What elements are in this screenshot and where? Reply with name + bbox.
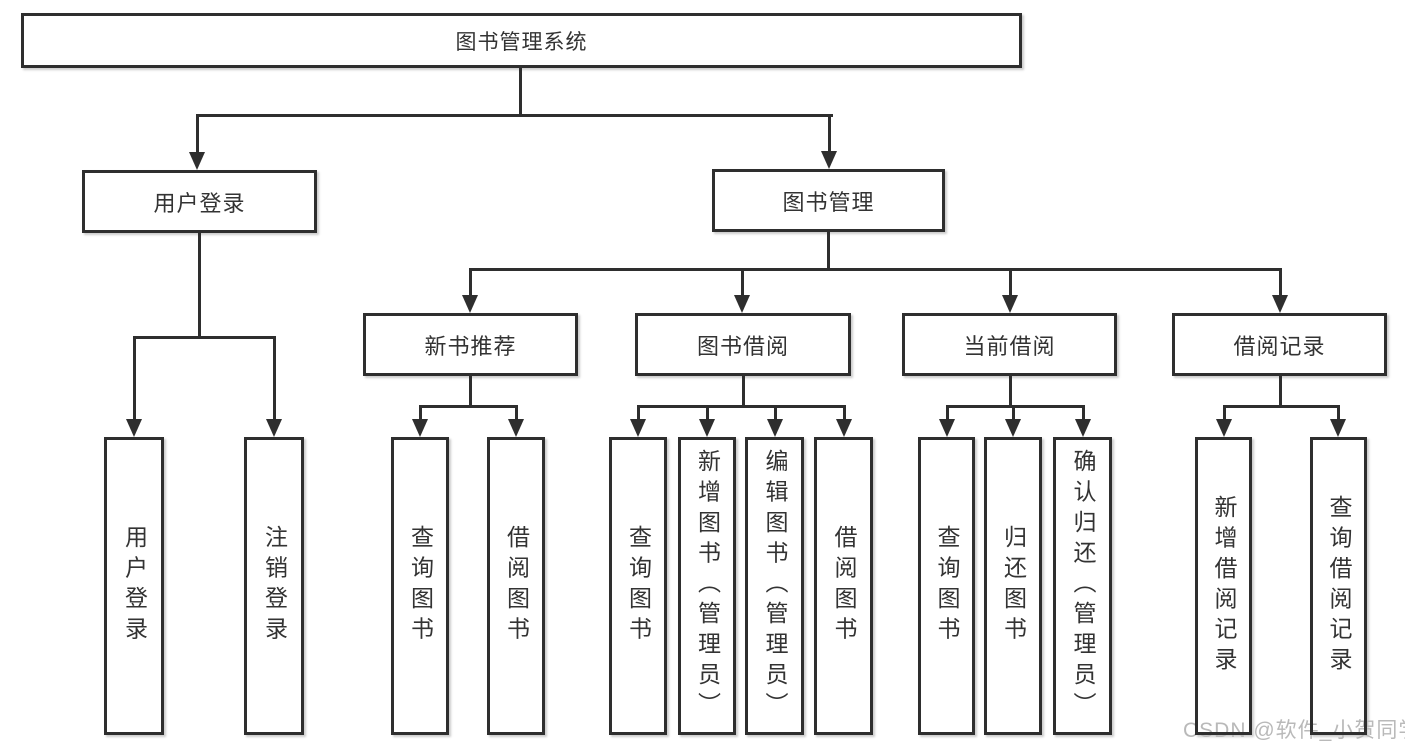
arrow-down-icon [1075,419,1091,437]
arrow-down-icon [126,419,142,437]
connector-line [843,405,846,419]
leaf-query-books-recommend: 查询图书 [391,437,449,735]
connector-line [419,405,518,408]
connector-line [419,405,422,419]
leaf-return-book: 归还图书 [984,437,1042,735]
node-book-borrow: 图书借阅 [635,313,851,376]
connector-line [133,336,136,419]
connector-line [133,336,276,339]
arrow-down-icon [939,419,955,437]
connector-line [1012,405,1015,419]
arrow-down-icon [699,419,715,437]
leaf-borrow-books-2-label: 借阅图书 [831,525,857,647]
arrow-down-icon [1002,295,1018,313]
node-borrow-records-label: 借阅记录 [1233,333,1326,359]
leaf-borrow-books-recommend-label: 借阅图书 [503,525,530,647]
node-current-borrow: 当前借阅 [902,313,1117,376]
arrow-down-icon [836,419,852,437]
connector-line [828,114,831,151]
leaf-add-book-admin: 新增图书（管理员） [678,437,736,735]
connector-line [196,114,833,117]
leaf-add-borrow-record-label: 新增借阅记录 [1211,494,1237,678]
arrow-down-icon [1330,419,1346,437]
leaf-edit-book-admin-label: 编辑图书（管理员） [762,449,788,723]
leaf-borrow-books-recommend: 借阅图书 [487,437,545,735]
node-system: 图书管理系统 [21,13,1022,68]
leaf-confirm-return-admin-label: 确认归还（管理员） [1070,449,1096,723]
leaf-query-books-current: 查询图书 [918,437,975,735]
node-book-management-label: 图书管理 [782,189,875,215]
connector-line [273,336,276,419]
connector-line [946,405,1085,408]
connector-line [774,405,777,419]
arrow-down-icon [462,295,478,313]
arrow-down-icon [821,151,837,169]
connector-line [1279,268,1282,295]
arrow-down-icon [508,419,524,437]
connector-line [1009,376,1012,407]
arrow-down-icon [266,419,282,437]
connector-line [198,233,201,338]
leaf-user-login: 用户登录 [104,437,164,735]
node-book-borrow-label: 图书借阅 [696,333,789,359]
leaf-return-book-label: 归还图书 [1000,525,1027,647]
connector-line [1279,376,1282,407]
arrow-down-icon [630,419,646,437]
arrow-down-icon [734,295,750,313]
arrow-down-icon [767,419,783,437]
node-current-borrow-label: 当前借阅 [963,333,1056,359]
arrow-down-icon [189,152,205,170]
node-new-book-recommend: 新书推荐 [363,313,578,376]
connector-line [515,405,518,419]
leaf-query-borrow-record: 查询借阅记录 [1310,437,1367,735]
connector-line [1009,268,1012,295]
arrow-down-icon [412,419,428,437]
connector-line [741,268,744,295]
node-user-login-label: 用户登录 [153,190,246,216]
connector-line [1223,405,1340,408]
connector-line [946,405,949,419]
connector-line [827,232,830,270]
node-book-management: 图书管理 [712,169,945,232]
connector-line [469,376,472,407]
node-user-login: 用户登录 [82,170,317,233]
leaf-query-books-current-label: 查询图书 [934,525,960,647]
csdn-watermark: CSDN @软件_小贺同学 [1183,719,1405,742]
leaf-query-books-recommend-label: 查询图书 [407,525,434,647]
connector-line [469,268,472,295]
leaf-logout: 注销登录 [244,437,304,735]
connector-line [637,405,640,419]
leaf-edit-book-admin: 编辑图书（管理员） [745,437,804,735]
leaf-query-books-borrow: 查询图书 [609,437,667,735]
arrow-down-icon [1272,295,1288,313]
connector-line [706,405,709,419]
connector-line [742,376,745,407]
arrow-down-icon [1216,419,1232,437]
connector-line [519,68,522,115]
connector-line [1082,405,1085,419]
leaf-query-borrow-record-label: 查询借阅记录 [1326,494,1352,678]
node-system-label: 图书管理系统 [455,30,588,54]
connector-line [1223,405,1226,419]
leaf-borrow-books-2: 借阅图书 [814,437,873,735]
connector-line [196,114,199,152]
leaf-confirm-return-admin: 确认归还（管理员） [1053,437,1112,735]
node-borrow-records: 借阅记录 [1172,313,1387,376]
arrow-down-icon [1005,419,1021,437]
node-new-book-recommend-label: 新书推荐 [424,333,517,359]
leaf-query-books-borrow-label: 查询图书 [625,525,652,647]
connector-line [637,405,846,408]
leaf-user-login-label: 用户登录 [121,525,148,647]
leaf-add-book-admin-label: 新增图书（管理员） [694,449,721,723]
leaf-logout-label: 注销登录 [261,525,288,647]
leaf-add-borrow-record: 新增借阅记录 [1195,437,1252,735]
connector-line [469,268,1282,271]
connector-line [1337,405,1340,419]
